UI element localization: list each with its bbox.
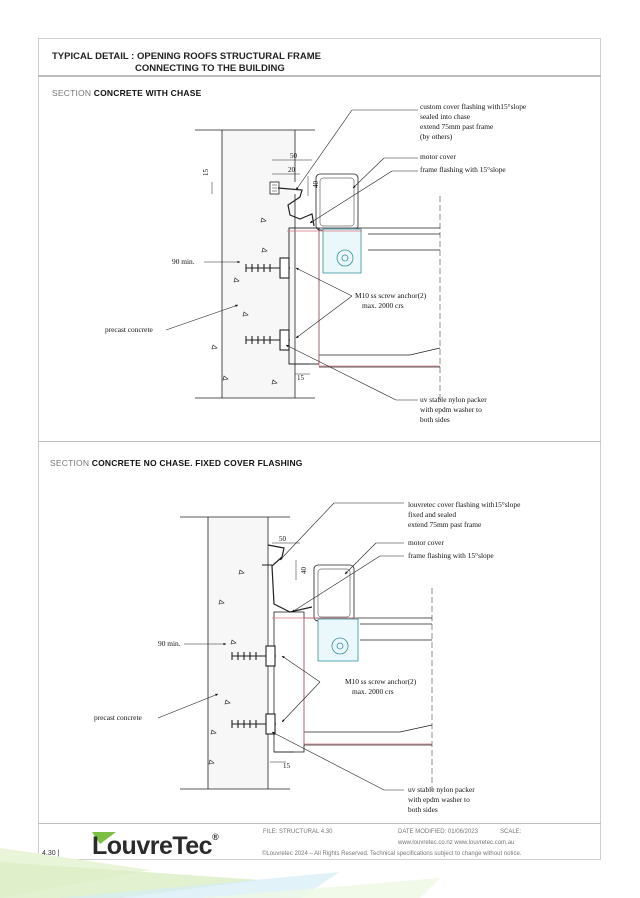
section2-drawing <box>157 502 433 791</box>
footer-swoosh <box>0 832 440 898</box>
s2-note-screw-2: max. 2000 crs <box>352 687 394 696</box>
section2-heading: SECTION CONCRETE NO CHASE. FIXED COVER F… <box>50 458 303 468</box>
page-frame <box>38 38 601 860</box>
s1-dim-15: 15 <box>202 169 210 177</box>
s1-note-screw-1: M10 ss screw anchor(2) <box>355 291 427 300</box>
section2-annotations: louvretec cover flashing with15°slope fi… <box>94 500 521 814</box>
s1-note-packer-1: uv stable nylon packer <box>420 395 487 404</box>
footer-websites: www.louvretec.co.nz www.louvretec.com.au <box>398 840 515 846</box>
s2-note-flashing-3: extend 75mm past frame <box>408 520 482 529</box>
s1-note-flashing-2: sealed into chase <box>420 112 471 121</box>
s1-dim-15b: 15 <box>297 374 305 382</box>
s2-note-packer-3: both sides <box>408 805 438 814</box>
s1-note-frame-flashing: frame flashing with 15°slope <box>420 165 506 174</box>
s1-note-flashing-3: extend 75mm past frame <box>420 122 494 131</box>
s2-note-packer-2: with epdm washer to <box>408 795 470 804</box>
s2-note-90min: 90 min. <box>158 639 181 648</box>
footer-copyright: ©Louvretec 2024 – All Rights Reserved. T… <box>262 851 522 857</box>
louvretec-logo: LouvreTec® <box>92 832 219 860</box>
s1-note-packer-2: with epdm washer to <box>420 405 482 414</box>
title-divider <box>38 75 601 77</box>
s1-note-screw-2: max. 2000 crs <box>362 301 404 310</box>
s1-note-motor-cover: motor cover <box>420 152 456 161</box>
logo-mark-icon <box>92 832 116 844</box>
s1-note-flashing-1: custom cover flashing with15°slope <box>420 102 527 111</box>
page-number: 4.30 | <box>42 850 60 857</box>
section1-heading: SECTION CONCRETE WITH CHASE <box>52 88 202 98</box>
s1-note-precast: precast concrete <box>105 325 154 334</box>
footer-date: DATE MODIFIED: 01/06/2023 <box>398 829 478 835</box>
s1-dim-20: 20 <box>288 166 296 174</box>
s2-dim-40: 40 <box>300 567 308 575</box>
s1-note-flashing-4: (by others) <box>420 132 453 141</box>
s2-note-flashing-1: louvretec cover flashing with15°slope <box>408 500 521 509</box>
title-line-1: TYPICAL DETAIL : OPENING ROOFS STRUCTURA… <box>52 51 321 62</box>
title-line-2: CONNECTING TO THE BUILDING <box>135 63 285 74</box>
section1-annotations: custom cover flashing with15°slope seale… <box>105 102 527 424</box>
footer-scale: SCALE: <box>500 829 522 835</box>
s1-dim-40: 40 <box>312 181 320 189</box>
s1-note-90min: 90 min. <box>172 257 195 266</box>
s2-note-screw-1: M10 ss screw anchor(2) <box>345 677 417 686</box>
s2-note-flashing-2: fixed and sealed <box>408 510 456 519</box>
s1-note-packer-3: both sides <box>420 415 450 424</box>
section-divider <box>38 441 601 442</box>
s2-note-precast: precast concrete <box>94 713 143 722</box>
footer-divider <box>38 823 601 824</box>
s2-note-frame-flashing: frame flashing with 15°slope <box>408 551 494 560</box>
s2-note-motor-cover: motor cover <box>408 538 444 547</box>
footer-file: FILE: STRUCTURAL 4.30 <box>263 829 333 835</box>
s2-note-packer-1: uv stable nylon packer <box>408 785 475 794</box>
s2-dim-50: 50 <box>279 535 287 543</box>
s1-dim-50: 50 <box>290 152 298 160</box>
page-title: TYPICAL DETAIL : OPENING ROOFS STRUCTURA… <box>52 51 321 75</box>
section1-drawing <box>165 109 441 401</box>
s2-dim-15: 15 <box>283 762 291 770</box>
